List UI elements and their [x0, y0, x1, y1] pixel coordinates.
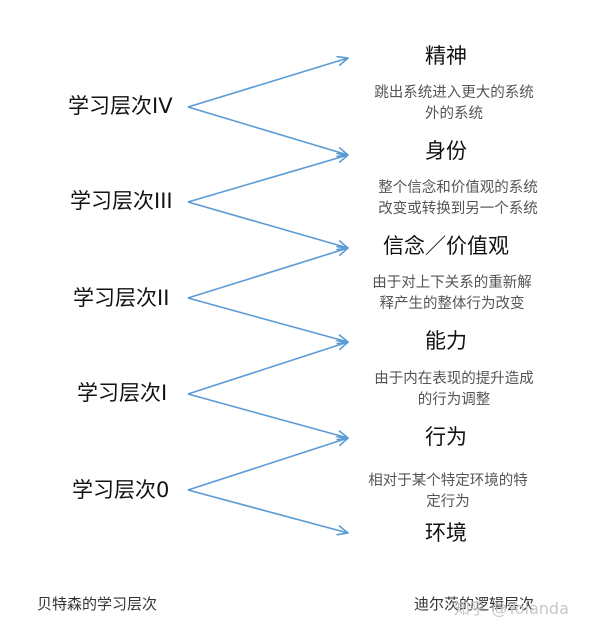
logical-level-capability: 能力: [425, 329, 467, 353]
description-0-line-1: 相对于某个特定环境的特: [368, 471, 528, 489]
arrow-level-2-up-head: [336, 245, 349, 257]
description-ii-line-1: 由于对上下关系的重新解: [372, 274, 532, 291]
description-i: 由于内在表现的提升造成 的行为调整: [374, 370, 534, 408]
description-ii: 由于对上下关系的重新解 释产生的整体行为改变: [372, 274, 532, 312]
description-i-line-1: 由于内在表现的提升造成: [374, 370, 534, 387]
learning-level-iii: 学习层次III: [70, 189, 173, 213]
description-0-line-2: 定行为: [426, 493, 470, 510]
learning-level-i: 学习层次I: [77, 381, 167, 405]
arrow-level-0-up-head: [336, 55, 349, 67]
arrow-level-1-up-line: [187, 154, 349, 203]
logical-level-environment: 环境: [425, 521, 467, 545]
arrow-level-2-up-line: [187, 247, 349, 299]
arrow-level-2-down-line: [187, 297, 349, 343]
description-i-line-2: 的行为调整: [418, 391, 491, 408]
description-iii: 整个信念和价值观的系统 改变或转换到另一个系统: [378, 178, 538, 217]
zhihu-watermark: 知乎 @Yolanda: [454, 599, 569, 618]
logical-level-beliefs-values: 信念／价值观: [383, 234, 509, 258]
description-iii-line-1: 整个信念和价值观的系统: [378, 178, 538, 196]
logical-level-identity: 身份: [425, 139, 467, 163]
arrow-level-4-up-head: [336, 436, 349, 447]
arrow-level-0-up-line: [187, 57, 349, 108]
arrow-level-3-up-head: [336, 340, 349, 351]
arrow-level-4-down-head: [336, 525, 349, 536]
arrow-level-0-down-line: [187, 106, 349, 156]
description-0: 相对于某个特定环境的特 定行为: [368, 471, 528, 510]
logical-level-spirit: 精神: [425, 44, 467, 68]
description-iii-line-2: 改变或转换到另一个系统: [378, 200, 538, 217]
zigzag-arrows: [187, 55, 349, 536]
description-iv-line-2: 外的系统: [425, 105, 483, 122]
arrow-level-3-down-line: [187, 393, 349, 439]
arrow-level-4-down-line: [187, 489, 349, 534]
arrow-level-1-down-line: [187, 201, 349, 249]
footer-right-caption: 迪尔茨的逻辑层次: [414, 595, 534, 613]
learning-level-ii: 学习层次II: [73, 286, 169, 310]
arrow-level-1-up-head: [336, 152, 349, 163]
learning-level-iv: 学习层次IV: [68, 94, 173, 118]
arrow-level-4-up-line: [187, 437, 349, 491]
description-iv: 跳出系统进入更大的系统 外的系统: [374, 84, 534, 122]
logical-level-behavior: 行为: [425, 425, 467, 449]
learning-level-0: 学习层次0: [72, 478, 169, 502]
footer-left-caption: 贝特森的学习层次: [37, 595, 157, 613]
arrow-level-3-up-line: [187, 341, 349, 395]
description-iv-line-1: 跳出系统进入更大的系统: [374, 84, 534, 101]
description-ii-line-2: 释产生的整体行为改变: [380, 295, 525, 312]
